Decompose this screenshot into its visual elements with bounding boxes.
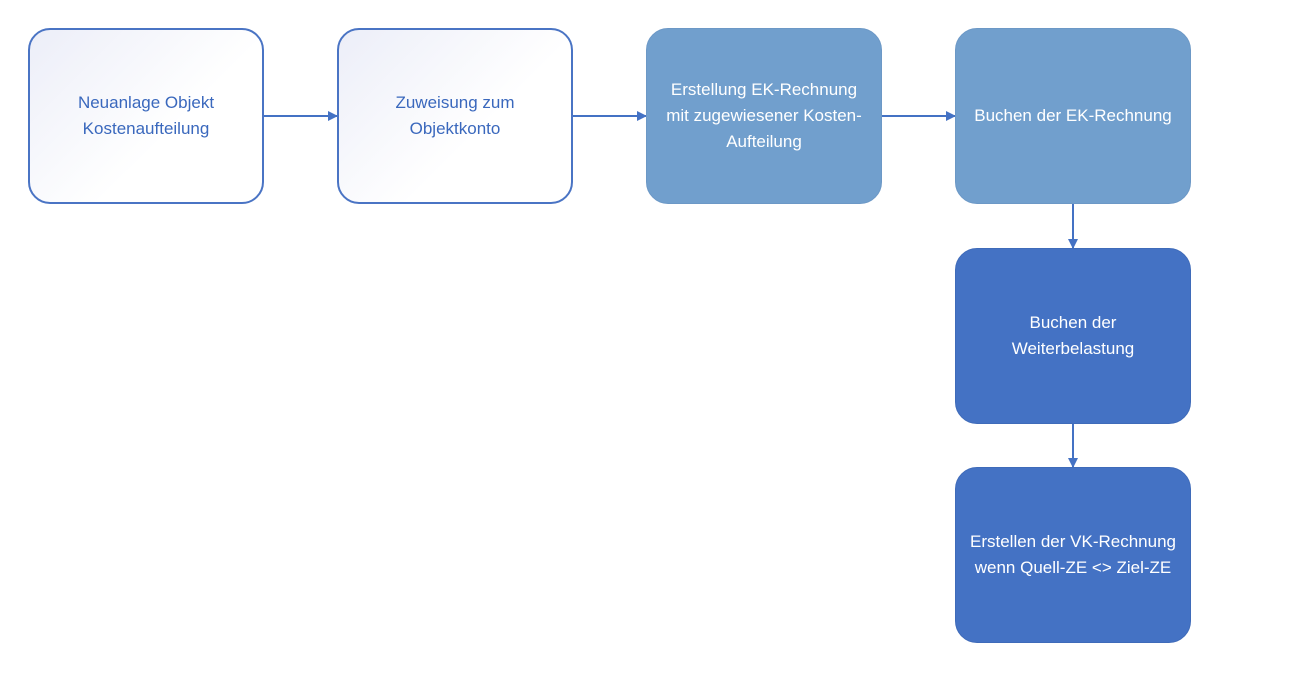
node-buchen-weiterbelastung[interactable]: Buchen der Weiterbelastung [955, 248, 1191, 424]
node-erstellung-ek-rechnung[interactable]: Erstellung EK-Rechnung mit zugewiesener … [646, 28, 882, 204]
node-erstellen-vk-rechnung[interactable]: Erstellen der VK-Rechnung wenn Quell-ZE … [955, 467, 1191, 643]
node-neuanlage-objekt-kostenaufteilung[interactable]: Neuanlage Objekt Kostenaufteilung [28, 28, 264, 204]
node-label: Buchen der Weiterbelastung [1011, 313, 1135, 358]
node-zuweisung-objektkonto[interactable]: Zuweisung zum Objektkonto [337, 28, 573, 204]
node-label: Neuanlage Objekt Kostenaufteilung [77, 93, 215, 138]
node-label: Erstellen der VK-Rechnung wenn Quell-ZE … [969, 532, 1176, 577]
node-label: Zuweisung zum Objektkonto [395, 93, 515, 138]
node-label: Buchen der EK-Rechnung [974, 106, 1172, 125]
node-buchen-ek-rechnung[interactable]: Buchen der EK-Rechnung [955, 28, 1191, 204]
node-label: Erstellung EK-Rechnung mit zugewiesener … [666, 80, 862, 151]
